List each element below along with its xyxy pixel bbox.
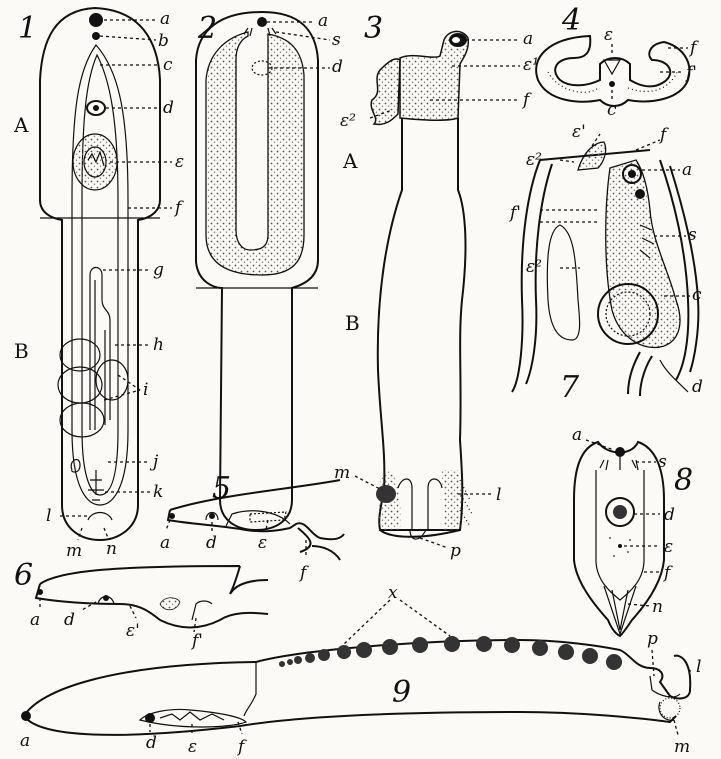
figure-3-number: 3 <box>364 11 383 46</box>
figure-4-label-f1: f' <box>684 63 697 83</box>
figure-1-region-b: B <box>14 339 29 363</box>
figure-1-label-n: n <box>106 539 117 559</box>
figure-6-label-f1: f' <box>190 631 203 651</box>
figure-1-eye <box>89 13 103 27</box>
figure-8-label-n: n <box>652 597 663 617</box>
figure-3-label-p: p <box>450 541 461 561</box>
figure-9-label-e: ε <box>188 737 197 757</box>
figure-7-label-s: s <box>688 225 697 245</box>
figure-1-label-j: j <box>149 452 159 472</box>
figure-4-number: 4 <box>561 3 581 38</box>
figure-1-label-i: i <box>143 380 148 400</box>
figure-3-anterior-lobes <box>371 59 400 124</box>
figure-5-label-a: a <box>160 533 170 553</box>
figure-1-label-a: a <box>160 9 170 29</box>
figure-1-label-k: k <box>153 482 163 502</box>
figure-1-label-c: c <box>163 55 173 75</box>
figure-7-label-e1: ε' <box>572 122 586 142</box>
figure-3-label-e2: ε² <box>340 111 356 131</box>
figure-1-number: 1 <box>18 11 37 46</box>
figure-2-label-s: s <box>332 30 341 50</box>
figure-8-label-e: ε <box>664 537 673 557</box>
figure-7-label-e2b: ε² <box>526 257 542 277</box>
figure-5-outline <box>168 480 344 539</box>
figure-8-label-f: f <box>662 563 673 583</box>
figure-5-label-d: d <box>206 533 217 553</box>
figure-1-label-h: h <box>153 335 164 355</box>
figure-1-label-e: ε <box>175 152 184 172</box>
figure-3-region-a: A <box>342 149 358 173</box>
figure-9-label-x: x <box>388 583 398 603</box>
figure-3: 3 A B a ε¹ ε² f m l p <box>334 11 539 561</box>
figure-1-label-l: l <box>46 506 51 526</box>
figure-5-label-e: ε <box>258 533 267 553</box>
figure-2: 2 a s d <box>196 11 343 530</box>
figure-1-label-d: d <box>163 98 174 118</box>
figure-9-label-p: p <box>647 629 658 649</box>
figure-7-label-c: c <box>692 285 702 305</box>
figure-1-head-outline <box>40 8 160 540</box>
figure-8-label-a: a <box>572 425 582 445</box>
figure-1: 1 A B a b c d <box>13 8 184 561</box>
figure-9-label-f: f <box>236 737 247 757</box>
figure-9-label-m: m <box>674 737 690 757</box>
figure-6: 6 a d ε' f' <box>14 558 268 651</box>
figure-8-label-s: s <box>658 452 667 472</box>
figure-7-label-f1: f' <box>508 203 521 223</box>
figure-5-number: 5 <box>212 471 231 506</box>
figure-4-label-f: f <box>688 38 699 58</box>
figure-1-label-g: g <box>153 260 164 280</box>
figure-7: 7 ε' ε² f f' a s ε² c d <box>508 122 703 405</box>
figure-6-label-e1: ε' <box>126 621 140 641</box>
figure-1-label-f: f <box>173 198 184 218</box>
figure-5-label-f: f <box>298 563 309 583</box>
figure-4-cross-section <box>536 36 689 106</box>
figure-6-label-d: d <box>64 610 75 630</box>
figure-9-label-l: l <box>696 657 701 677</box>
figure-1-ovary-upper <box>60 339 100 371</box>
figure-3-label-a: a <box>523 29 533 49</box>
figure-2-label-d: d <box>332 57 343 77</box>
figure-7-label-e2: ε² <box>526 150 542 170</box>
figure-3-trunk-outline <box>378 118 466 530</box>
figure-9-number: 9 <box>392 675 411 710</box>
figure-3-label-f: f <box>521 90 532 110</box>
figure-8-label-d: d <box>664 505 675 525</box>
figure-1-region-a: A <box>13 113 29 137</box>
figure-4: 4 ε f f' c <box>536 3 699 120</box>
figure-1-label-b: b <box>158 31 169 51</box>
figure-2-folded-sac <box>206 32 304 275</box>
figure-9-label-a: a <box>20 731 30 751</box>
figure-8: 8 a s d ε f n <box>572 425 693 636</box>
figure-9-buds <box>279 636 622 670</box>
figure-4-label-e: ε <box>604 25 613 45</box>
figure-6-label-a: a <box>30 610 40 630</box>
figure-7-label-a: a <box>682 160 692 180</box>
figure-3-label-l: l <box>496 485 501 505</box>
figure-7-label-f: f <box>658 125 669 145</box>
figure-3-region-b: B <box>345 311 360 335</box>
figure-4-label-c: c <box>607 100 617 120</box>
figure-8-number: 8 <box>674 463 693 498</box>
figure-7-label-d: d <box>692 377 703 397</box>
figure-8-body-outline <box>574 442 664 636</box>
figure-6-number: 6 <box>14 558 33 593</box>
figure-2-label-a: a <box>318 11 328 31</box>
figure-1-label-m: m <box>66 541 82 561</box>
figure-9-label-d: d <box>146 733 157 753</box>
figure-7-number: 7 <box>560 370 580 405</box>
